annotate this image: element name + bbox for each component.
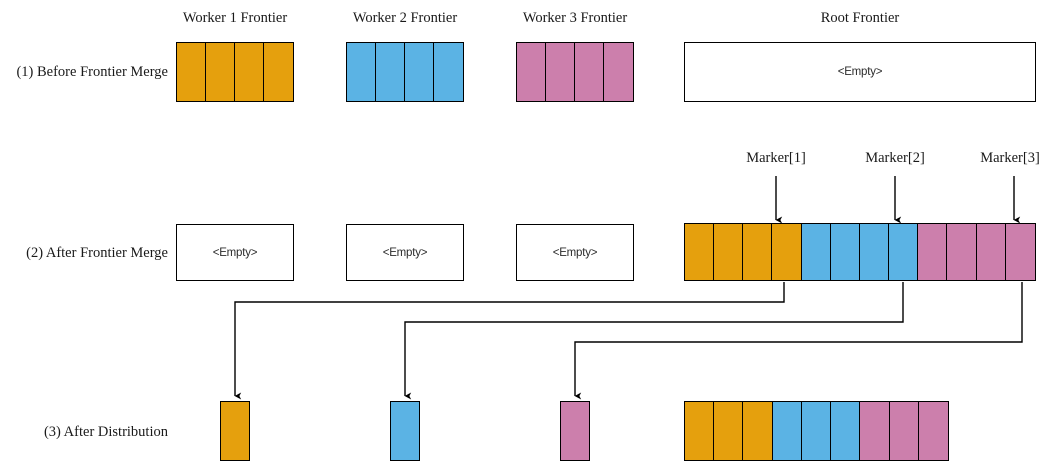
bar-cell bbox=[685, 224, 715, 280]
bar-cell bbox=[347, 43, 376, 101]
bar-cell bbox=[801, 224, 831, 280]
bar-cell bbox=[434, 43, 463, 101]
marker-label-marker-2: Marker[2] bbox=[865, 150, 925, 166]
column-title-worker-3-frontier: Worker 3 Frontier bbox=[522, 10, 628, 26]
bar-cell bbox=[177, 43, 206, 101]
bar-row1-worker2 bbox=[346, 42, 464, 102]
column-title-root-frontier: Root Frontier bbox=[820, 10, 900, 26]
bar-cell bbox=[860, 402, 890, 460]
bar-row3-root-remaining bbox=[684, 401, 949, 461]
distribution-arrow-3 bbox=[574, 282, 1023, 400]
bar-cell bbox=[517, 43, 546, 101]
bar-cell bbox=[376, 43, 405, 101]
bar-row3-worker3 bbox=[560, 401, 590, 461]
distribution-arrow-1 bbox=[234, 282, 785, 400]
row-label-before-frontier-merge: (1) Before Frontier Merge bbox=[16, 64, 168, 80]
bar-cell bbox=[264, 43, 293, 101]
distribution-arrow-2 bbox=[404, 282, 904, 400]
column-title-worker-1-frontier: Worker 1 Frontier bbox=[182, 10, 288, 26]
bar-row1-worker1 bbox=[176, 42, 294, 102]
bar-row2-root-merged bbox=[684, 223, 1036, 281]
marker-label-marker-3: Marker[3] bbox=[980, 150, 1040, 166]
bar-cell bbox=[685, 402, 715, 460]
bar-row1-worker3 bbox=[516, 42, 634, 102]
bar-cell bbox=[391, 402, 419, 460]
bar-cell bbox=[918, 224, 948, 280]
bar-cell bbox=[772, 224, 802, 280]
bar-cell bbox=[714, 402, 744, 460]
bar-cell bbox=[831, 402, 861, 460]
empty-label: <Empty> bbox=[382, 246, 428, 259]
bar-cell bbox=[947, 224, 977, 280]
empty-label: <Empty> bbox=[837, 66, 883, 78]
bar-cell bbox=[889, 402, 919, 460]
row-label-after-distribution: (3) After Distribution bbox=[43, 424, 168, 440]
marker-label-marker-1: Marker[1] bbox=[746, 150, 806, 166]
empty-box-row2-worker1: <Empty> bbox=[176, 224, 294, 281]
empty-box-row2-worker3: <Empty> bbox=[516, 224, 634, 281]
bar-cell bbox=[772, 402, 802, 460]
row-label-after-frontier-merge: (2) After Frontier Merge bbox=[26, 245, 168, 261]
bar-cell bbox=[221, 402, 249, 460]
empty-box-row2-worker2: <Empty> bbox=[346, 224, 464, 281]
bar-cell bbox=[206, 43, 235, 101]
bar-cell bbox=[546, 43, 575, 101]
bar-cell bbox=[918, 402, 948, 460]
bar-cell bbox=[235, 43, 264, 101]
bar-row3-worker1 bbox=[220, 401, 250, 461]
bar-row3-worker2 bbox=[390, 401, 420, 461]
bar-cell bbox=[976, 224, 1006, 280]
bar-cell bbox=[604, 43, 633, 101]
bar-cell bbox=[889, 224, 919, 280]
empty-label: <Empty> bbox=[552, 246, 598, 259]
bar-cell bbox=[859, 224, 890, 280]
bar-cell bbox=[743, 224, 773, 280]
bar-cell bbox=[405, 43, 434, 101]
bar-cell bbox=[830, 224, 860, 280]
empty-label: <Empty> bbox=[212, 246, 258, 259]
empty-box-row1-root: <Empty> bbox=[684, 42, 1036, 102]
column-title-worker-2-frontier: Worker 2 Frontier bbox=[352, 10, 458, 26]
bar-cell bbox=[714, 224, 744, 280]
bar-cell bbox=[575, 43, 604, 101]
bar-cell bbox=[743, 402, 773, 460]
bar-cell bbox=[1005, 224, 1035, 280]
bar-cell bbox=[801, 402, 832, 460]
bar-cell bbox=[561, 402, 589, 460]
